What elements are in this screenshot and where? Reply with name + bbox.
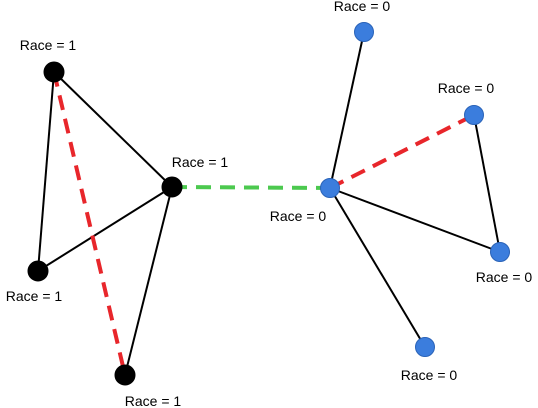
- edge-e-h: [329, 187, 501, 253]
- edge-c-d: [124, 186, 173, 376]
- node-h: [490, 242, 510, 262]
- node-a: [43, 61, 65, 83]
- node-label-e: Race = 0: [270, 208, 327, 224]
- label-layer: Race = 1 Race = 1 Race = 1 Race = 1 Race = 0…: [6, 0, 533, 408]
- edge-a-b: [37, 71, 55, 272]
- edge-e-f: [329, 31, 365, 189]
- dashed-edge-green-c-e: [171, 185, 331, 190]
- node-e: [320, 178, 340, 198]
- node-f: [354, 22, 374, 42]
- edge-layer: [37, 31, 501, 376]
- node-label-c: Race = 1: [172, 154, 229, 170]
- node-label-d: Race = 1: [125, 393, 182, 408]
- node-i: [415, 337, 435, 357]
- edge-b-c: [37, 186, 173, 272]
- node-label-b: Race = 1: [6, 288, 63, 304]
- node-b: [27, 260, 49, 282]
- node-layer: [27, 22, 510, 386]
- node-d: [114, 364, 136, 386]
- edge-a-c: [53, 71, 173, 188]
- node-label-i: Race = 0: [401, 367, 458, 383]
- dashed-edge-red-e-g: [329, 113, 475, 190]
- node-c: [161, 176, 183, 198]
- node-label-h: Race = 0: [476, 269, 533, 285]
- edge-g-h: [473, 114, 501, 253]
- edge-e-i: [329, 187, 426, 348]
- node-label-g: Race = 0: [438, 80, 495, 96]
- node-label-f: Race = 0: [334, 0, 391, 14]
- node-g: [464, 105, 484, 125]
- dashed-edge-red-a-d: [52, 71, 127, 376]
- node-label-a: Race = 1: [20, 37, 77, 53]
